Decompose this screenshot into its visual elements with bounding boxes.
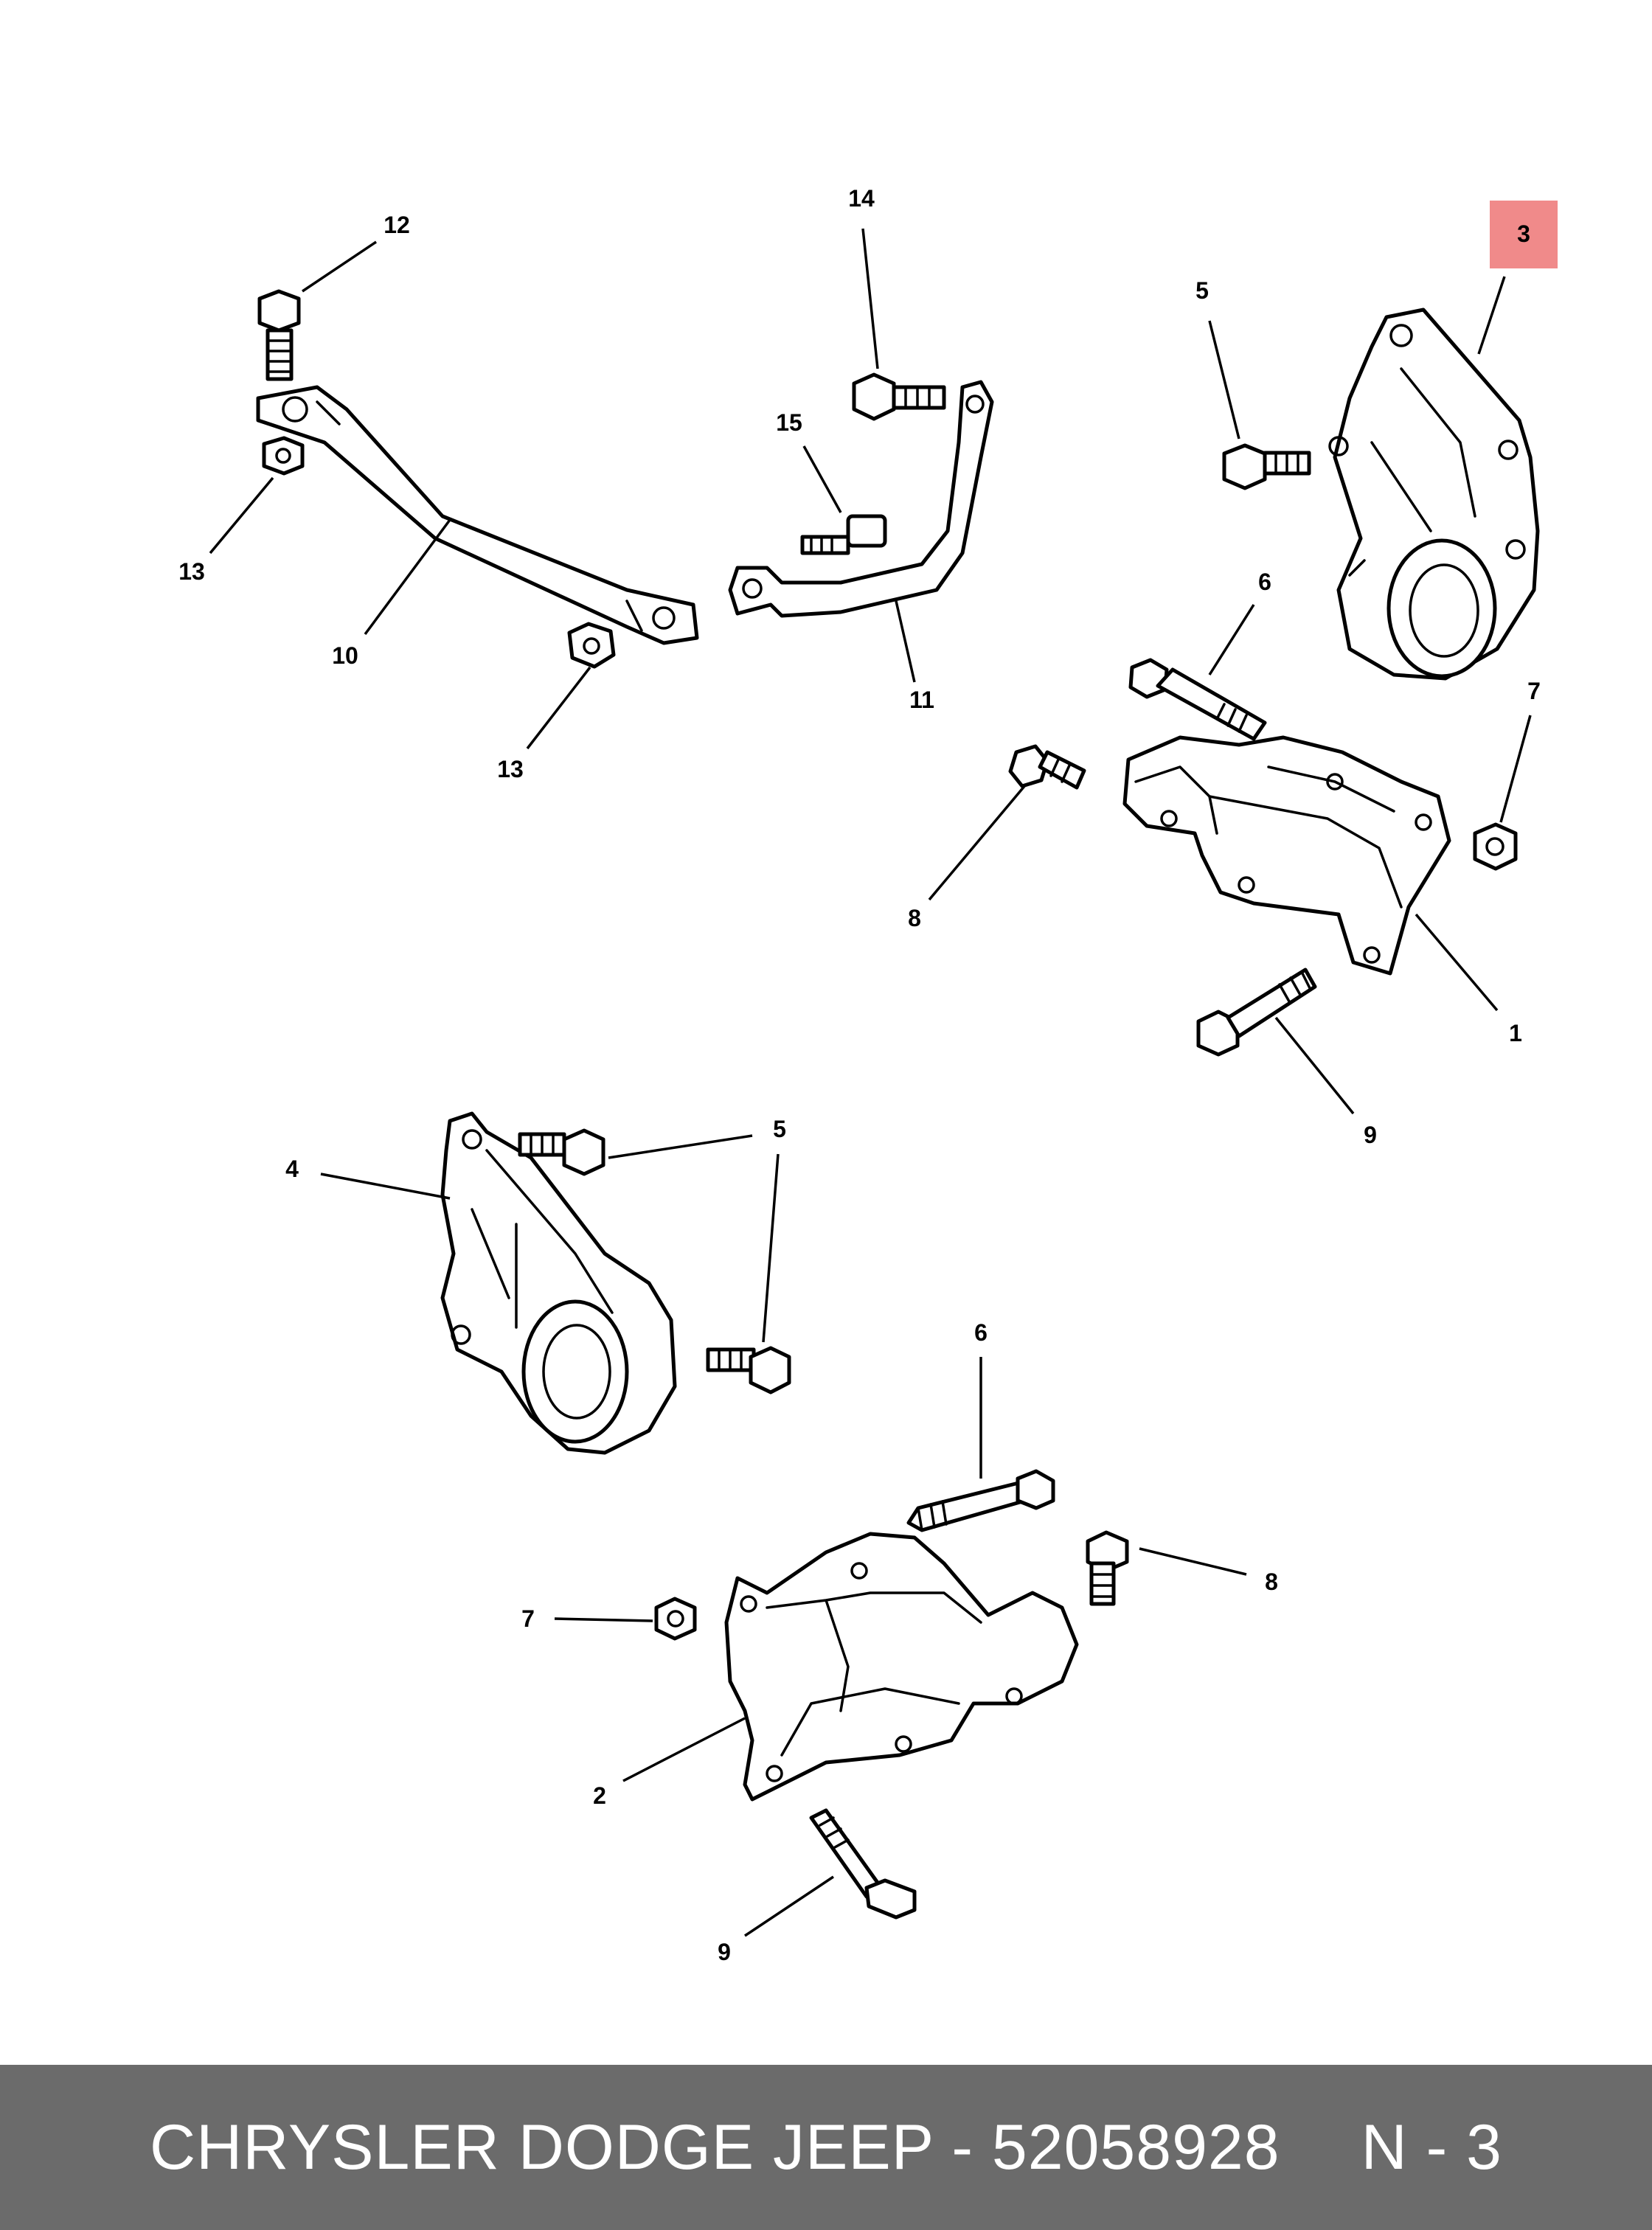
bolt-8-lower [1086, 1530, 1129, 1606]
callout-3: 3 [1517, 220, 1530, 247]
callout-13-upper: 13 [178, 558, 205, 585]
callout-4: 4 [285, 1156, 299, 1182]
callout-1: 1 [1509, 1020, 1522, 1046]
callout-6-upper: 6 [1258, 569, 1271, 595]
bolt-9-upper [1196, 968, 1317, 1057]
bolt-9-lower [809, 1808, 917, 1920]
footer-page-ref: N - 3 [1361, 2111, 1502, 2183]
footer-part-number: CHRYSLER DODGE JEEP - 52058928 [150, 2111, 1280, 2183]
callout-8-lower: 8 [1265, 1569, 1278, 1595]
bolt-5-lower-b [706, 1346, 791, 1394]
callout-6-lower: 6 [974, 1319, 988, 1346]
callout-5-upper: 5 [1195, 277, 1209, 304]
part-2-bracket [724, 1532, 1079, 1802]
callout-7-lower: 7 [521, 1605, 535, 1632]
part-3-engine-mount [1328, 308, 1540, 681]
parts-exploded-diagram: 12 13 10 13 14 15 11 3 5 6 7 8 1 9 4 5 6… [178, 185, 1558, 1965]
bolt-12 [257, 289, 301, 381]
nut-7-lower [654, 1597, 697, 1641]
bolt-6-upper [1128, 658, 1267, 741]
callout-9-upper: 9 [1364, 1122, 1377, 1148]
callout-14: 14 [848, 185, 875, 212]
callout-7-upper: 7 [1527, 678, 1541, 704]
callout-labels: 12 13 10 13 14 15 11 3 5 6 7 8 1 9 4 5 6… [178, 185, 1541, 1965]
bolt-5-upper [1222, 443, 1311, 490]
nut-13-lower [567, 622, 616, 669]
nut-13-upper [262, 436, 305, 476]
highlight-box [1490, 201, 1558, 268]
bolt-6-lower [906, 1469, 1055, 1532]
callout-13-lower: 13 [497, 756, 524, 782]
callout-10: 10 [332, 642, 358, 669]
callout-5-lower: 5 [773, 1116, 786, 1142]
bolt-5-lower-a [518, 1128, 605, 1176]
part-1-bracket [1122, 735, 1451, 976]
callout-12: 12 [384, 212, 410, 238]
bolt-8-upper [1008, 744, 1086, 790]
callout-15: 15 [776, 409, 802, 436]
part-4-engine-mount [440, 1111, 677, 1455]
footer-bar: CHRYSLER DODGE JEEP - 52058928 N - 3 [0, 2065, 1652, 2230]
callout-9-lower: 9 [718, 1939, 731, 1965]
part-10-strut-rod [256, 385, 699, 645]
stud-15 [800, 514, 887, 555]
part-11-strut [728, 380, 994, 618]
leader-lines [209, 228, 1532, 1937]
bolt-14 [852, 372, 946, 421]
callout-2: 2 [593, 1782, 606, 1809]
callout-11: 11 [909, 687, 934, 713]
nut-7-upper [1473, 822, 1518, 871]
callout-8-upper: 8 [908, 905, 921, 931]
